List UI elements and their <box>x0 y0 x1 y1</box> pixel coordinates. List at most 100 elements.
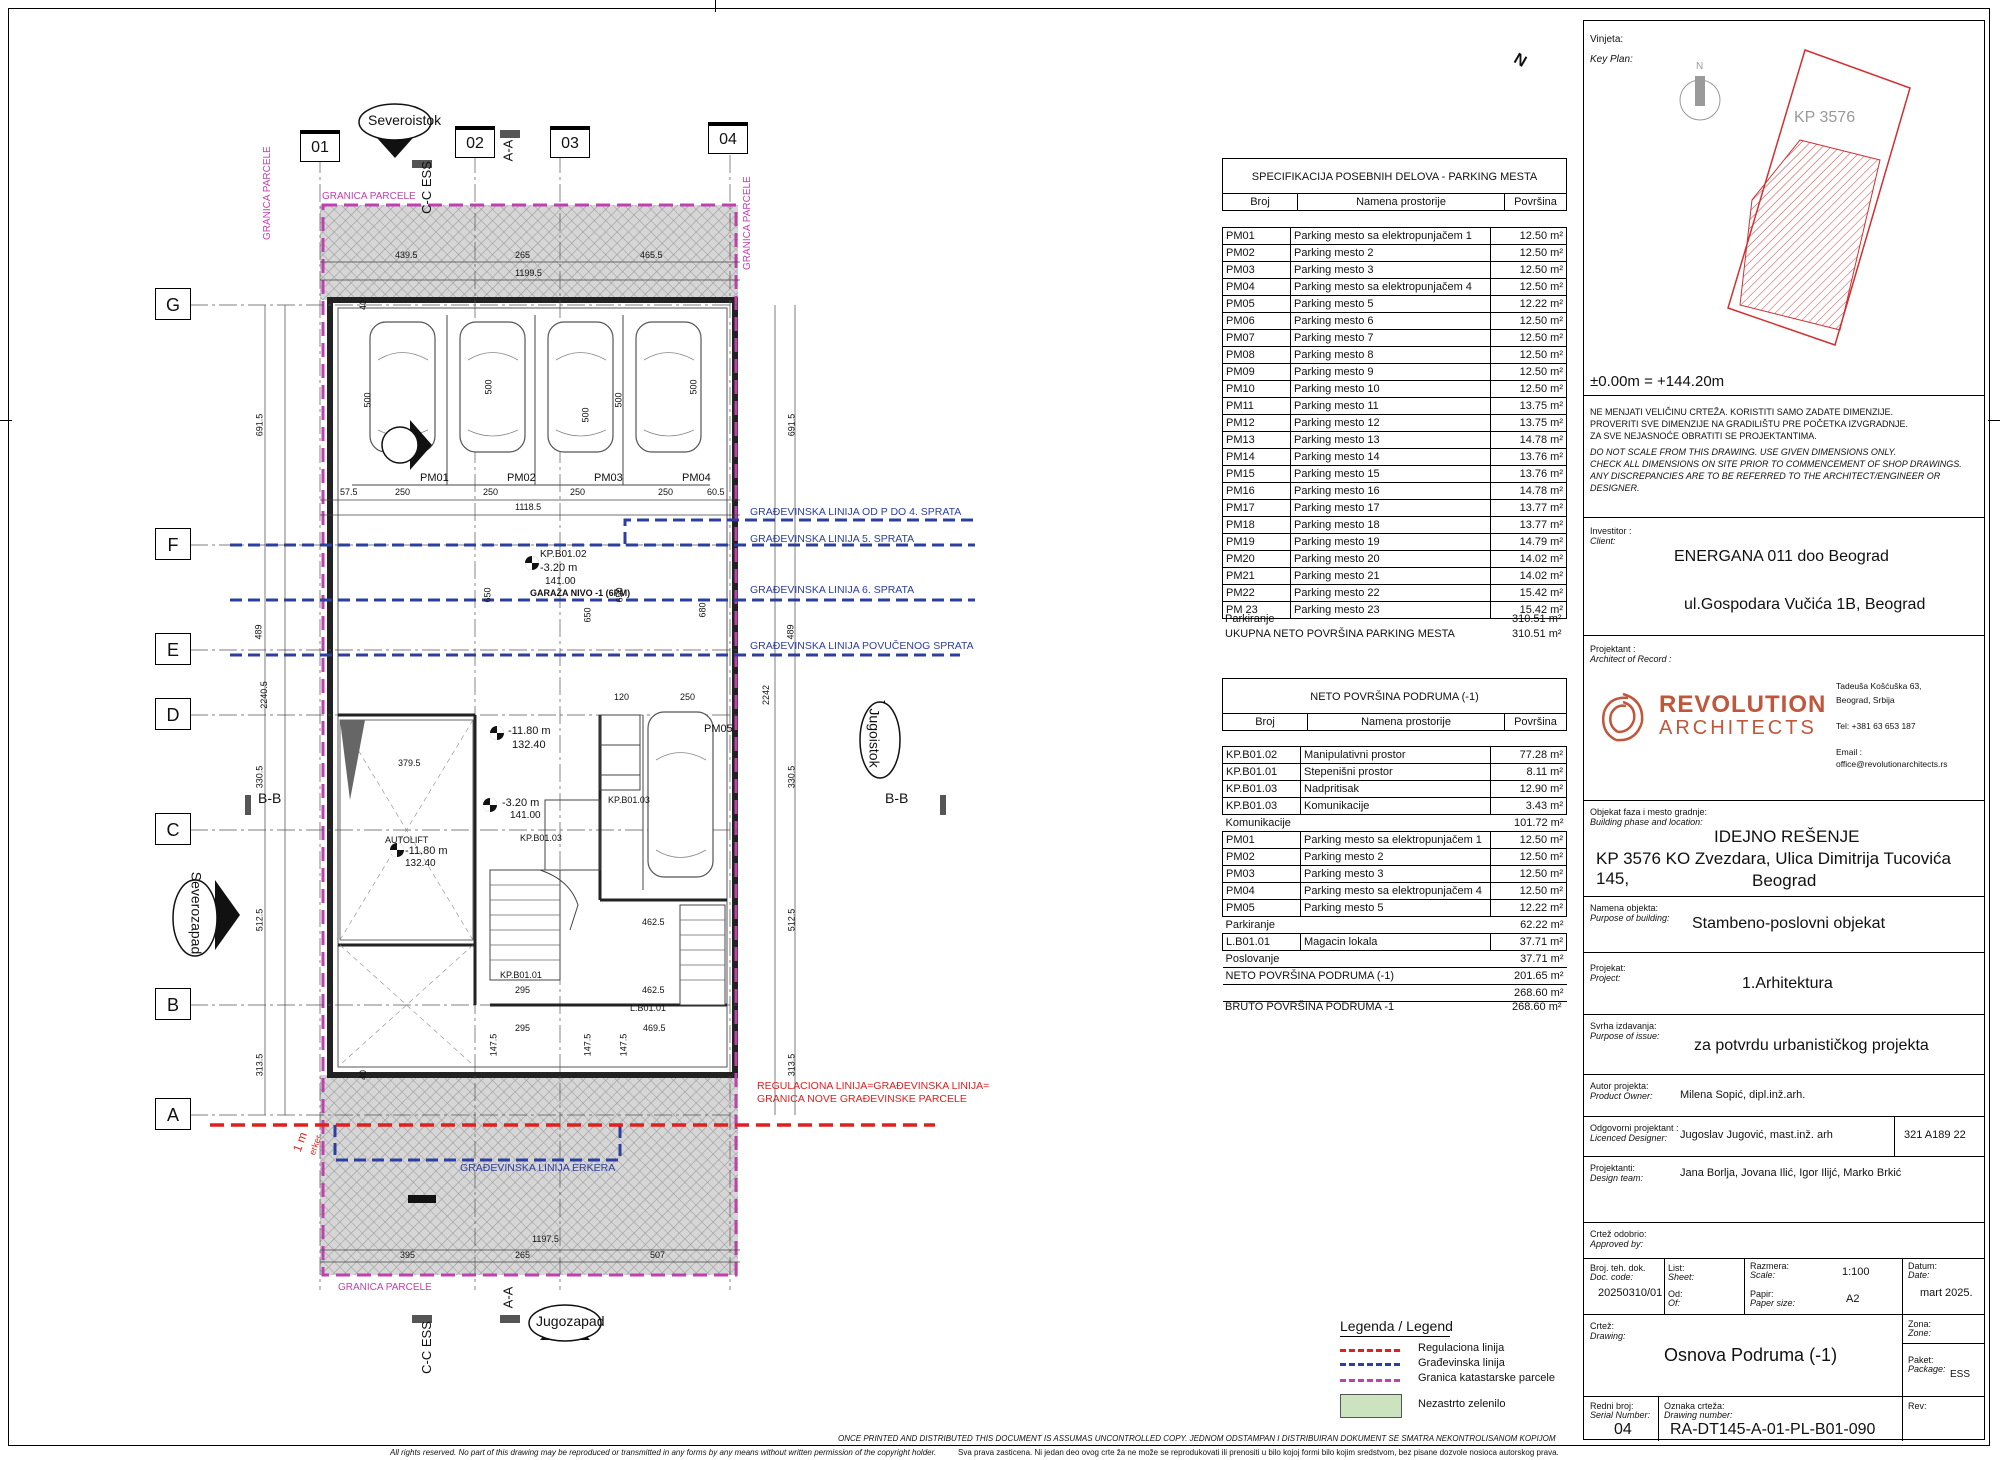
tb-author-label-en: Product Owner: <box>1590 1091 1653 1101</box>
room-stair-abs: 141.00 <box>510 810 541 821</box>
tb-notes-en-1: DO NOT SCALE FROM THIS DRAWING. USE GIVE… <box>1590 447 1897 457</box>
table-cell: KP.B01.02 <box>1222 746 1301 764</box>
revolution-logo-icon <box>1602 692 1644 742</box>
table-cell: Parking mesto 19 <box>1290 533 1491 551</box>
grid-tag-g: G <box>155 288 191 320</box>
table-subtotal-row: NETO POVRŠINA PODRUMA (-1)201.65 m² <box>1222 967 1567 985</box>
tb-doc-section: Broj. teh. dok. Doc. code: 20250310/01 L… <box>1584 1259 1984 1315</box>
table-cell: 15.42 m² <box>1490 601 1567 619</box>
table-cell: Parking mesto 5 <box>1290 295 1491 313</box>
tb-investor-label: Investitor : <box>1590 526 1632 536</box>
arrow-severozapad <box>215 880 240 950</box>
tb-serial-label: Redni broj: <box>1590 1401 1634 1411</box>
table-cell: 12.50 m² <box>1490 278 1567 296</box>
table-cell: 14.78 m² <box>1490 482 1567 500</box>
tb-team-section: Projektanti: Design team: Jana Borlja, J… <box>1584 1157 1984 1223</box>
label-gl-p4: GRAĐEVINSKA LINIJA OD P DO 4. SPRATA <box>750 506 962 518</box>
table-cell: PM14 <box>1222 448 1291 466</box>
parcel-label-right: GRANICA PARCELE <box>742 176 753 270</box>
table-cell: 13.75 m² <box>1490 414 1567 432</box>
dim-v-489-l: 489 <box>253 624 264 640</box>
tb-firm-addr-1: Tadeuša Košćuška 63, <box>1836 681 1922 691</box>
tb-issue-label-en: Purpose of issue: <box>1590 1031 1660 1041</box>
table1-sub-label: Parkiranje <box>1225 613 1275 625</box>
table-cell: PM03 <box>1222 865 1301 883</box>
dim-v-500-2: 500 <box>483 379 494 395</box>
tb-date: mart 2025. <box>1920 1287 1973 1299</box>
tb-phase-label-en: Building phase and location: <box>1590 817 1703 827</box>
table-cell: PM10 <box>1222 380 1291 398</box>
dim-v-500-4: 500 <box>613 392 624 408</box>
table-cell: Parking mesto 8 <box>1290 346 1491 364</box>
dim-3795: 379.5 <box>398 758 421 768</box>
dim-1475-c: 147.5 <box>618 1033 629 1057</box>
table-cell: Parking mesto 16 <box>1290 482 1491 500</box>
dim-bot-total: 1197.5 <box>532 1234 559 1244</box>
table-cell: Parking mesto sa elektropunjačem 1 <box>1300 831 1491 849</box>
disclaimer-top: ONCE PRINTED AND DISTRIBUTED THIS DOCUME… <box>838 1434 1556 1443</box>
table-cell: Parking mesto 20 <box>1290 550 1491 568</box>
dim-v-500-3: 500 <box>580 407 591 423</box>
dim-v-650-2: 650 <box>582 607 593 623</box>
tb-licenced: Jugoslav Jugović, mast.inž. arh <box>1680 1129 1833 1141</box>
dim-40-bot: 40 <box>358 1069 369 1081</box>
table-cell: PM01 <box>1222 227 1291 245</box>
tb-licence-no: 321 A189 22 <box>1904 1129 1966 1141</box>
room-kp0103: KP.B01.03 <box>520 833 562 843</box>
table-cell: PM02 <box>1222 244 1291 262</box>
tb-projektant-section: Projektant : Architect of Record : REVOL… <box>1584 636 1984 801</box>
dim-v-680: 680 <box>697 602 708 618</box>
tb-issue: za potvrdu urbanističkog projekta <box>1694 1037 1929 1054</box>
table-cell: PM02 <box>1222 848 1301 866</box>
table-cell: Parking mesto 3 <box>1290 261 1491 279</box>
table-cell: 12.50 m² <box>1490 244 1567 262</box>
crop-mark <box>1988 420 2000 421</box>
parcel-label-bottom: GRANICA PARCELE <box>338 1282 432 1293</box>
dim-row-total: 1118.5 <box>515 502 542 512</box>
tb-project: 1.Arhitektura <box>1742 975 1833 992</box>
dim-4625-a: 462.5 <box>642 917 665 927</box>
title-block: Vinjeta: Key Plan: N KP 3576 ±0.00m = +1… <box>1583 20 1985 1441</box>
dim-1475-b: 147.5 <box>582 1033 593 1057</box>
tb-elevation: ±0.00m = +144.20m <box>1590 373 1725 390</box>
parcel-boundary <box>321 203 738 1277</box>
tb-approved-label-en: Approved by: <box>1590 1239 1644 1249</box>
table2-col-broj: Broj <box>1222 713 1308 731</box>
table-cell: KP.B01.01 <box>1222 763 1301 781</box>
table1-title: SPECIFIKACIJA POSEBNIH DELOVA - PARKING … <box>1222 158 1567 194</box>
dim-v-6915-l: 691.5 <box>254 413 265 437</box>
dim-v-3305-r: 330.5 <box>786 765 797 789</box>
dim-v-3135-r: 313.5 <box>786 1053 797 1077</box>
dim-row-f: 60.5 <box>707 487 725 497</box>
table-cell: 14.79 m² <box>1490 533 1567 551</box>
dim-v-6915-r: 691.5 <box>786 413 797 437</box>
tb-list-label: List: <box>1668 1263 1685 1273</box>
table-cell: 14.02 m² <box>1490 550 1567 568</box>
tb-firm-email-label: Email : <box>1836 747 1862 757</box>
table-cell: Komunikacije <box>1300 797 1491 815</box>
table-cell: 13.76 m² <box>1490 465 1567 483</box>
table-cell: PM 23 <box>1222 601 1291 619</box>
table-cell: 12.50 m² <box>1490 346 1567 364</box>
room-garage-code: KP.B01.02 <box>540 549 587 560</box>
table-cell: Parking mesto sa elektropunjačem 1 <box>1290 227 1491 245</box>
legend-swatch-parcel <box>1340 1379 1400 1382</box>
table1-col-broj: Broj <box>1222 193 1298 211</box>
table-cell: 13.77 m² <box>1490 516 1567 534</box>
legend-swatch-regulation <box>1340 1349 1400 1352</box>
table1-col-namena: Namena prostorije <box>1297 193 1505 211</box>
tb-drawing-section: Crtež: Drawing: Osnova Podruma (-1) Zona… <box>1584 1315 1984 1397</box>
table2-bruto-value: 268.60 m² <box>1512 1001 1562 1013</box>
table1-total-value: 310.51 m² <box>1512 628 1562 640</box>
